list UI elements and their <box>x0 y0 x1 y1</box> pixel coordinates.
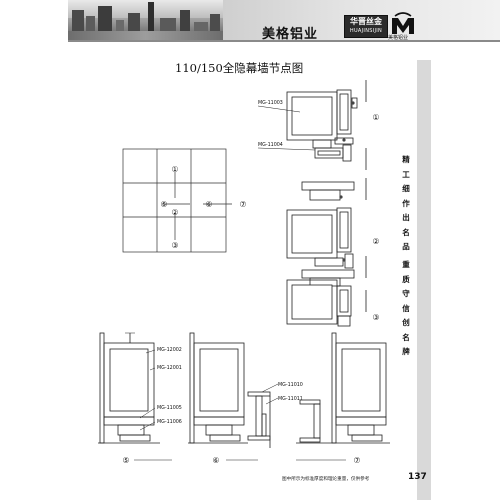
plan-marker-2: ② <box>171 208 178 217</box>
side-strip <box>417 60 431 500</box>
elevation-grid <box>122 148 232 253</box>
brand-emblem-icon <box>392 12 414 34</box>
section-7-profile <box>296 332 390 444</box>
part-label-mg-12001: MG-12001 <box>157 365 182 371</box>
elevation-markers: ① ② ③ ⑤ ⑥ ⑦ <box>160 165 246 250</box>
plan-marker-3: ③ <box>171 241 178 250</box>
brand-name: 美格铝业 <box>262 27 319 42</box>
plan-marker-1: ① <box>171 165 178 174</box>
logo-chinese-text: 华晋丝金 <box>350 17 382 26</box>
logo-english-text: HUAJINSIJIN <box>349 28 383 34</box>
slogan-trust-brand: 重 质 守 信 创 名 牌 <box>402 260 410 356</box>
section-5-label: ⑤ <box>122 456 129 465</box>
section-3-label: ③ <box>372 313 379 322</box>
section-7-label: ⑦ <box>353 456 360 465</box>
section-1-profile <box>286 80 367 170</box>
part-label-mg-11010: MG-11010 <box>278 382 303 388</box>
section-2-label: ② <box>372 237 379 246</box>
section-5-profile <box>98 332 160 444</box>
header-rule <box>68 40 500 42</box>
plan-marker-6: ⑥ <box>205 200 212 209</box>
part-label-mg-11003: MG-11003 <box>258 100 283 106</box>
header-city-photo <box>68 0 223 40</box>
section-2-profile <box>286 178 367 278</box>
section-6-label: ⑥ <box>212 456 219 465</box>
part-label-mg-11005: MG-11005 <box>157 405 182 411</box>
plan-marker-7: ⑦ <box>239 200 246 209</box>
page-header: 美格铝业 华晋丝金 HUAJINSIJIN 美格铝业 <box>0 0 500 50</box>
section-1-label: ① <box>372 113 379 122</box>
part-label-mg-11006: MG-11006 <box>157 419 182 425</box>
section-6-profile <box>188 332 271 448</box>
emblem-caption: 美格铝业 <box>388 35 409 41</box>
footer-note: 图中所示为标准厚度和理论重量，仅供参考 <box>282 477 370 482</box>
page-number: 137 <box>408 472 427 482</box>
section-3-profile <box>286 269 367 327</box>
company-logo: 华晋丝金 HUAJINSIJIN <box>344 15 388 38</box>
slogan-quality-craft: 精 工 细 作 出 名 品 <box>402 155 410 251</box>
part-label-mg-12002: MG-12002 <box>157 347 182 353</box>
part-label-mg-11004: MG-11004 <box>258 142 283 148</box>
page-title: 110/150全隐幕墙节点图 <box>175 61 304 75</box>
part-label-mg-11011: MG-11011 <box>278 396 303 402</box>
plan-marker-5: ⑤ <box>160 200 167 209</box>
